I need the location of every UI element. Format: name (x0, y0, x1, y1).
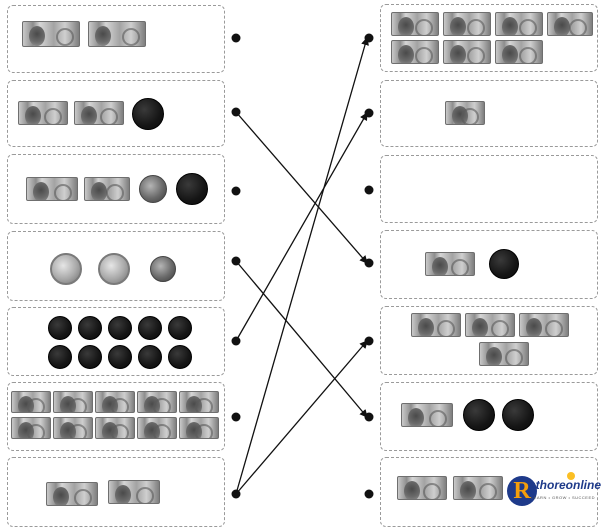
rupee-note (443, 40, 491, 64)
connector-L7-R5 (235, 340, 368, 495)
right-box-5 (380, 306, 598, 375)
left-dot-3[interactable] (231, 186, 241, 196)
silver-coin (98, 253, 130, 285)
small-coin (150, 256, 176, 282)
rupee-note (391, 12, 439, 36)
connector-L4-R6 (235, 260, 368, 418)
left-box-4 (7, 231, 225, 301)
rupee-note (46, 482, 98, 506)
dark-coin (138, 345, 162, 369)
rupee-note (547, 12, 593, 36)
bulb-icon (567, 472, 575, 480)
right-dot-5[interactable] (364, 336, 374, 346)
left-box-2 (7, 80, 225, 147)
right-dot-3[interactable] (364, 185, 374, 195)
logo-tagline: LEARN • GROW • SUCCEED (531, 495, 596, 500)
connector-L2-R4 (235, 111, 368, 264)
rupee-note (88, 21, 146, 47)
dark-coin (176, 173, 208, 205)
right-box-3 (380, 155, 598, 223)
dark-coin (139, 175, 167, 203)
left-dot-4[interactable] (231, 256, 241, 266)
rupee-note (391, 40, 439, 64)
rupee-note (95, 391, 135, 413)
right-dot-2[interactable] (364, 108, 374, 118)
rupee-note (74, 101, 124, 125)
left-dot-1[interactable] (231, 33, 241, 43)
rupee-note (397, 476, 447, 500)
rupee-note (425, 252, 475, 276)
left-box-7 (7, 457, 225, 527)
right-dot-4[interactable] (364, 258, 374, 268)
rupee-note (401, 403, 453, 427)
dark-coin (168, 316, 192, 340)
dark-coin (168, 345, 192, 369)
rupee-note (519, 313, 569, 337)
right-dot-1[interactable] (364, 33, 374, 43)
right-box-4 (380, 230, 598, 299)
rupee-note (95, 417, 135, 439)
rupee-note (179, 391, 219, 413)
rupee-note (411, 313, 461, 337)
rupee-note (53, 391, 93, 413)
rupee-note (443, 12, 491, 36)
rupee-note (465, 313, 515, 337)
left-dot-6[interactable] (231, 412, 241, 422)
dark-coin (132, 98, 164, 130)
left-dot-2[interactable] (231, 107, 241, 117)
rupee-note (479, 342, 529, 366)
dark-coin (78, 345, 102, 369)
left-dot-7[interactable] (231, 489, 241, 499)
dark-coin (489, 249, 519, 279)
rathoreonline-logo: R athoreonline LEARN • GROW • SUCCEED (503, 472, 602, 514)
rupee-note (495, 12, 543, 36)
dark-coin (138, 316, 162, 340)
left-box-1 (7, 5, 225, 73)
rupee-note (179, 417, 219, 439)
left-box-6 (7, 382, 225, 451)
silver-coin (50, 253, 82, 285)
logo-name: athoreonline (529, 478, 602, 492)
left-dot-5[interactable] (231, 336, 241, 346)
rupee-note (22, 21, 80, 47)
dark-coin (502, 399, 534, 431)
dark-coin (108, 345, 132, 369)
right-box-2 (380, 80, 598, 147)
right-box-6 (380, 382, 598, 451)
rupee-note (53, 417, 93, 439)
logo-letter: R (507, 476, 537, 506)
rupee-note (18, 101, 68, 125)
rupee-note (108, 480, 160, 504)
left-box-3 (7, 154, 225, 224)
dark-coin (463, 399, 495, 431)
right-box-7 (380, 457, 598, 527)
right-dot-6[interactable] (364, 412, 374, 422)
rupee-note (26, 177, 78, 201)
right-dot-7[interactable] (364, 489, 374, 499)
rupee-note (137, 417, 177, 439)
left-box-5 (7, 307, 225, 376)
dark-coin (48, 316, 72, 340)
rupee-note (11, 417, 51, 439)
dark-coin (108, 316, 132, 340)
right-box-1 (380, 4, 598, 72)
rupee-note (495, 40, 543, 64)
rupee-note (445, 101, 485, 125)
connector-L7-R1 (235, 37, 369, 495)
rupee-note (84, 177, 130, 201)
connector-L5-R2 (235, 112, 368, 342)
rupee-note (11, 391, 51, 413)
rupee-note (453, 476, 503, 500)
dark-coin (48, 345, 72, 369)
dark-coin (78, 316, 102, 340)
rupee-note (137, 391, 177, 413)
